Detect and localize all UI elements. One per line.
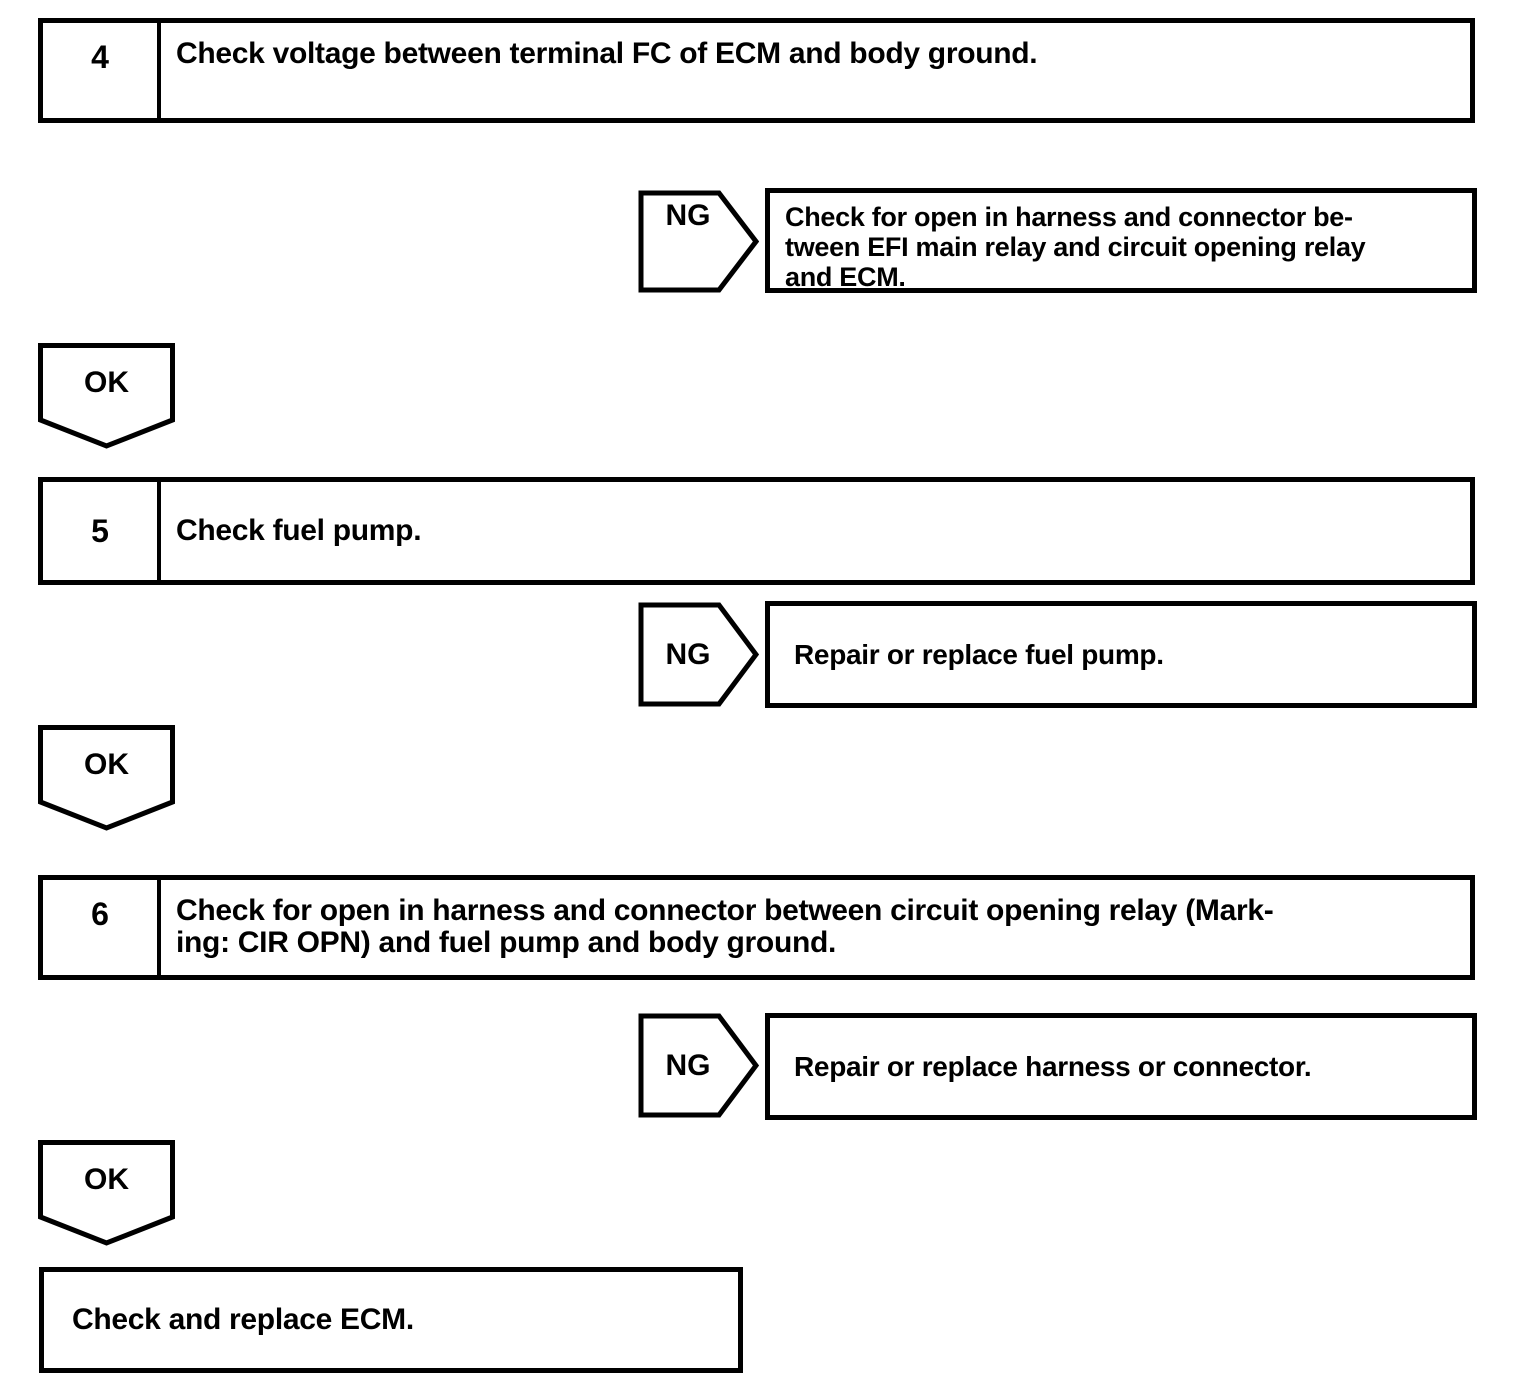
- ng-action-3-line-1: Repair or replace harness or connector.: [794, 1051, 1312, 1082]
- step-box-5: 5 Check fuel pump.: [38, 477, 1475, 585]
- step-4-instruction-line-1: Check voltage between terminal FC of ECM…: [176, 38, 1038, 70]
- ok-marker-3-pentagon-icon: [38, 1140, 175, 1246]
- ok-marker-2: OK: [38, 725, 175, 831]
- step-5-instruction: Check fuel pump.: [161, 482, 1470, 580]
- ng-action-1-line-1: Check for open in harness and connector …: [785, 202, 1353, 232]
- ng-action-1-line-2: tween EFI main relay and circuit opening…: [785, 232, 1366, 262]
- step-4-instruction: Check voltage between terminal FC of ECM…: [161, 23, 1470, 118]
- final-action-box: Check and replace ECM.: [39, 1267, 743, 1373]
- ng-arrow-2-pentagon-icon: [638, 602, 759, 707]
- step-4-number: 4: [43, 23, 161, 118]
- ng-action-box-1: Check for open in harness and connector …: [765, 188, 1477, 293]
- ok-marker-1: OK: [38, 343, 175, 449]
- ng-action-box-3: Repair or replace harness or connector.: [765, 1013, 1477, 1120]
- ng-action-2-line-1: Repair or replace fuel pump.: [794, 639, 1164, 670]
- ng-arrow-1-pentagon-icon: [638, 190, 759, 293]
- ng-action-box-2: Repair or replace fuel pump.: [765, 601, 1477, 708]
- ng-arrow-3-pentagon-icon: [638, 1013, 759, 1118]
- ng-arrow-2-label: NG: [665, 637, 711, 671]
- ng-arrow-2: NG: [638, 602, 759, 707]
- ok-marker-2-label: OK: [84, 748, 129, 781]
- ng-arrow-1-label: NG: [665, 199, 711, 232]
- ok-marker-1-label: OK: [84, 366, 129, 399]
- ng-arrow-1: NG: [638, 190, 759, 293]
- ng-action-1-line-3: and ECM.: [785, 262, 906, 292]
- ok-marker-3: OK: [38, 1140, 175, 1246]
- step-5-number: 5: [43, 482, 161, 580]
- step-6-instruction-line-1: Check for open in harness and connector …: [176, 895, 1274, 927]
- step-6-instruction-line-2: ing: CIR OPN) and fuel pump and body gro…: [176, 927, 837, 959]
- ok-marker-2-pentagon-icon: [38, 725, 175, 831]
- step-box-6: 6 Check for open in harness and connecto…: [38, 875, 1475, 980]
- step-6-instruction: Check for open in harness and connector …: [161, 880, 1470, 975]
- ok-marker-1-pentagon-icon: [38, 343, 175, 449]
- ng-arrow-3: NG: [638, 1013, 759, 1118]
- step-box-4: 4 Check voltage between terminal FC of E…: [38, 18, 1475, 123]
- ok-marker-3-label: OK: [84, 1163, 129, 1196]
- final-action-text: Check and replace ECM.: [72, 1303, 414, 1336]
- ng-arrow-3-label: NG: [665, 1048, 711, 1082]
- step-6-number: 6: [43, 880, 161, 975]
- step-5-instruction-line-1: Check fuel pump.: [176, 515, 422, 547]
